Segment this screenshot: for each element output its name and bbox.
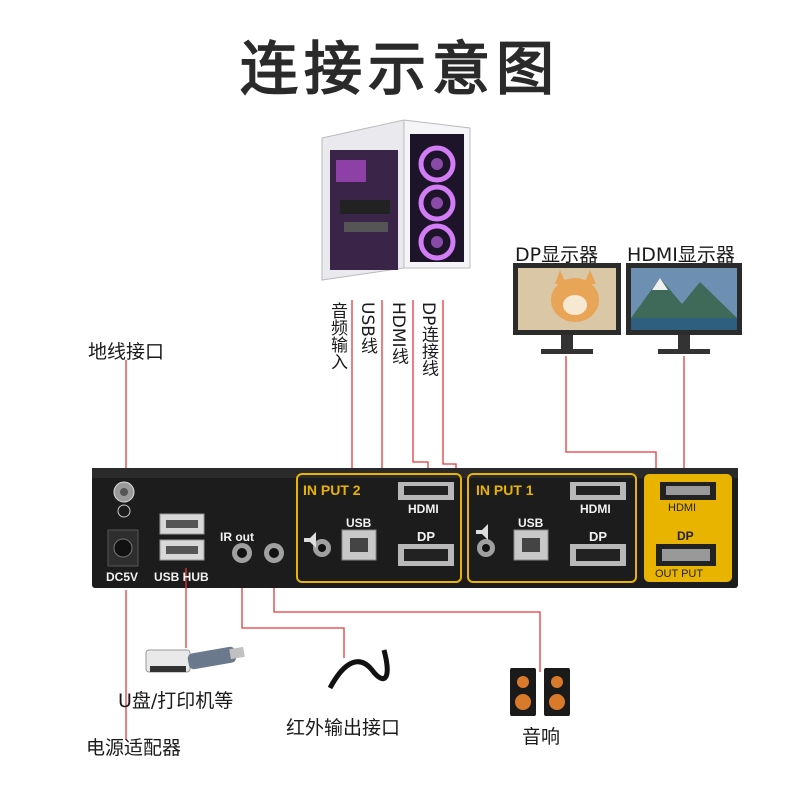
power-adapter-label: 电源适配器 xyxy=(86,737,182,759)
hdmi-cable-label: HDMI线 xyxy=(388,302,408,365)
page-title: 连接示意图 xyxy=(239,35,560,103)
hdmi-monitor-label: HDMI显示器 xyxy=(627,244,735,266)
usb-cable-label: USB线 xyxy=(357,302,377,354)
audio-input-cable-label: 音频输入 xyxy=(327,302,347,370)
dp-monitor-label: DP显示器 xyxy=(515,244,599,266)
input1-usb-label: USB xyxy=(518,516,544,530)
input1-hdmi-label: HDMI xyxy=(580,502,611,516)
input1-label: IN PUT 1 xyxy=(476,482,534,498)
output-hdmi-label: HDMI xyxy=(668,502,697,514)
input2-label: IN PUT 2 xyxy=(303,482,361,498)
usb-hub-label: USB HUB xyxy=(154,570,209,584)
dp-monitor-image xyxy=(513,263,621,354)
output-dp-label: DP xyxy=(677,529,694,543)
usb-drive-image xyxy=(187,646,245,670)
speaker-label: 音响 xyxy=(522,726,561,748)
ir-out-label: IR out xyxy=(220,530,254,544)
dc5v-label: DC5V xyxy=(106,570,139,584)
output-label: OUT PUT xyxy=(655,568,704,580)
input2-dp-label: DP xyxy=(417,529,436,544)
ir-cable-image xyxy=(327,649,390,690)
pc-tower-image xyxy=(321,119,471,281)
bottom-cable-lines xyxy=(125,568,541,740)
input2-usb-label: USB xyxy=(346,516,372,530)
hdmi-monitor-image xyxy=(626,263,742,354)
input1-dp-label: DP xyxy=(589,529,608,544)
ir-output-port-label: 红外输出接口 xyxy=(286,717,401,739)
printer-image xyxy=(145,649,191,673)
speaker-image xyxy=(510,668,570,716)
ground-port-label: 地线接口 xyxy=(88,341,165,363)
usb-disk-printer-label: U盘/打印机等 xyxy=(118,690,234,712)
dp-cable-label: DP连接线 xyxy=(418,302,438,377)
input2-hdmi-label: HDMI xyxy=(408,502,439,516)
kvm-device-panel xyxy=(92,468,738,588)
